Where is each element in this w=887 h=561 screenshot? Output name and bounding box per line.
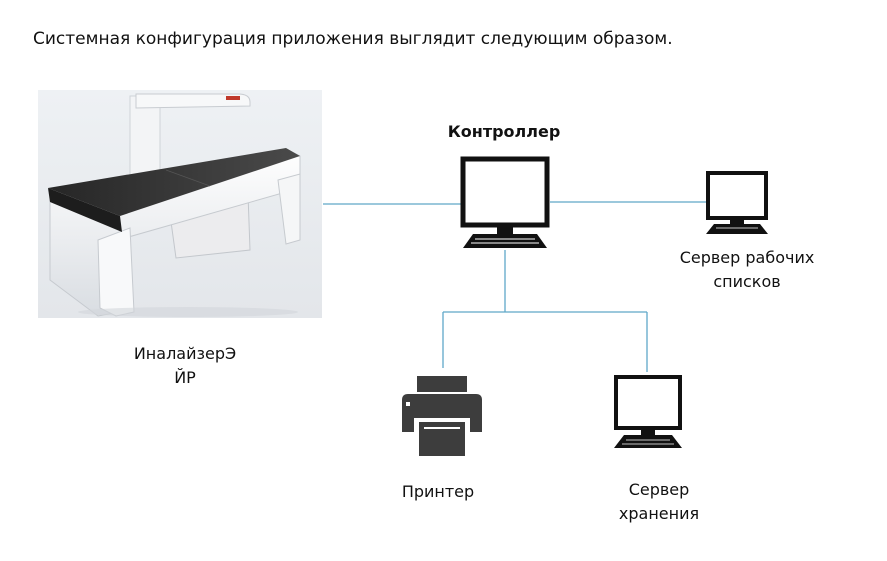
storage-server-label-line1: Сервер (628, 480, 690, 499)
analyzer-label: ИналайзерЭ ЙР (112, 342, 258, 390)
controller-label: Контроллер (447, 122, 561, 141)
worklist-server-label: Сервер рабочих списков (664, 246, 830, 294)
storage-server-label: Сервер хранения (596, 478, 722, 526)
analyzer-label-line2: ЙР (174, 368, 196, 387)
worklist-server-label-line2: списков (713, 272, 781, 291)
worklist-server-computer-icon (706, 171, 768, 234)
printer-label: Принтер (401, 482, 475, 501)
intro-text: Системная конфигурация приложения выгляд… (33, 29, 673, 49)
storage-server-computer-icon (614, 375, 682, 448)
analyzer-label-line1: ИналайзерЭ (133, 344, 237, 363)
analyzer-photo (38, 90, 322, 318)
controller-computer-icon (460, 156, 550, 248)
printer-icon (402, 376, 482, 456)
storage-server-label-line2: хранения (618, 504, 700, 523)
worklist-server-label-line1: Сервер рабочих (679, 248, 815, 267)
